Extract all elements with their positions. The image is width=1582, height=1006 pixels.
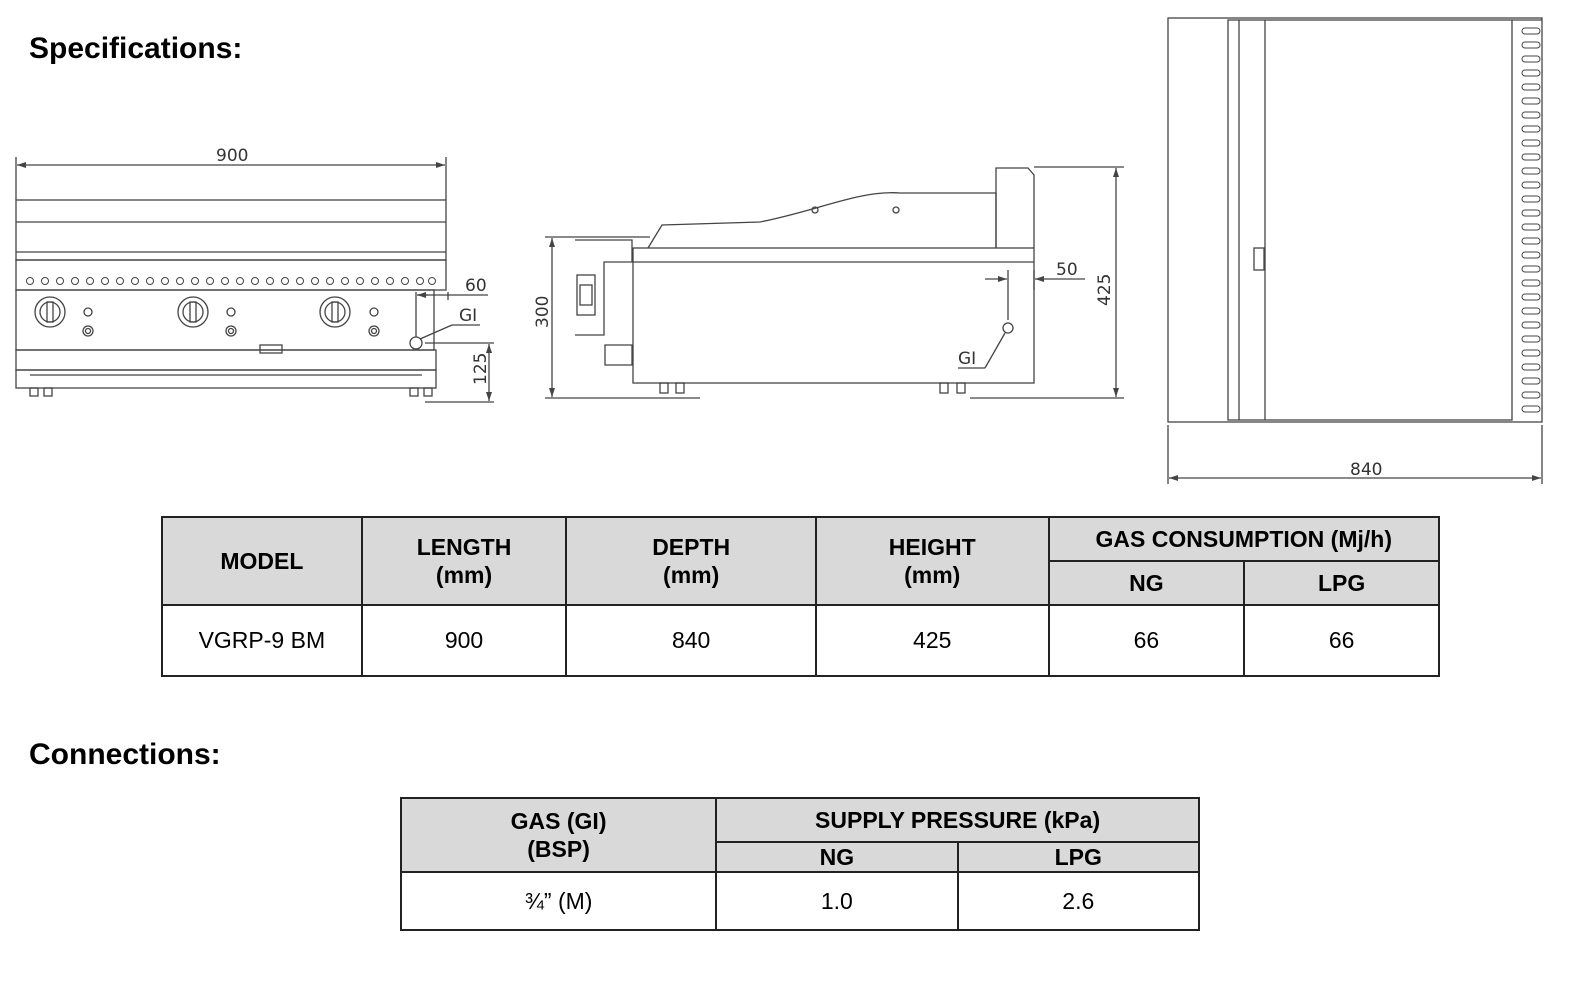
header-gas-consumption: GAS CONSUMPTION (Mj/h) bbox=[1047, 516, 1441, 562]
header-gas-bsp: GAS (GI) (BSP) bbox=[399, 797, 718, 873]
top-drain-slots bbox=[1521, 27, 1541, 413]
front-offset-label: 60 bbox=[465, 276, 487, 296]
header-conn-lpg: LPG bbox=[956, 841, 1201, 873]
control-knobs bbox=[34, 296, 380, 337]
header-length-line2: (mm) bbox=[435, 562, 493, 588]
side-inlet-offset-label: 50 bbox=[1056, 260, 1078, 280]
drain-holes bbox=[26, 277, 436, 285]
top-depth-label: 840 bbox=[1350, 460, 1382, 480]
side-view bbox=[545, 166, 1124, 399]
header-depth-line1: DEPTH bbox=[652, 534, 731, 560]
cell-model: VGRP-9 BM bbox=[161, 604, 363, 677]
connections-heading: Connections: bbox=[29, 738, 221, 771]
header-lpg: LPG bbox=[1243, 560, 1440, 606]
header-supply-pressure: SUPPLY PRESSURE (kPa) bbox=[715, 797, 1200, 843]
header-height-line1: HEIGHT bbox=[888, 534, 976, 560]
cell-lpg: 66 bbox=[1243, 604, 1440, 677]
header-length-line1: LENGTH bbox=[416, 534, 512, 560]
header-length: LENGTH (mm) bbox=[360, 516, 568, 606]
connections-table: GAS (GI) (BSP) SUPPLY PRESSURE (kPa) NG … bbox=[399, 797, 1201, 931]
front-width-label: 900 bbox=[216, 146, 248, 166]
cell-gas: ¾” (M) bbox=[399, 871, 718, 931]
side-gas-inlet-label: GI bbox=[958, 349, 976, 369]
cell-conn-lpg: 2.6 bbox=[956, 871, 1201, 931]
cell-ng: 66 bbox=[1047, 604, 1246, 677]
table-row: VGRP-9 BM 900 840 425 66 66 bbox=[161, 604, 1440, 677]
front-view bbox=[15, 157, 494, 403]
cell-height: 425 bbox=[814, 604, 1050, 677]
technical-drawings: 900 60 GI 125 300 bbox=[15, 17, 1543, 484]
side-total-height-label: 425 bbox=[1095, 274, 1115, 306]
front-gas-inlet-label: GI bbox=[459, 306, 477, 326]
header-height: HEIGHT (mm) bbox=[814, 516, 1050, 606]
header-model: MODEL bbox=[161, 516, 363, 606]
table-row: ¾” (M) 1.0 2.6 bbox=[399, 871, 1201, 931]
header-depth-line2: (mm) bbox=[663, 562, 720, 588]
header-gas-line2: (BSP) bbox=[527, 836, 590, 862]
side-height-label: 300 bbox=[533, 296, 553, 328]
header-conn-ng: NG bbox=[715, 841, 959, 873]
specifications-table: MODEL LENGTH (mm) DEPTH (mm) HEIGHT (mm)… bbox=[161, 516, 1441, 677]
cell-conn-ng: 1.0 bbox=[715, 871, 959, 931]
top-view bbox=[1167, 17, 1543, 484]
front-inlet-height-label: 125 bbox=[471, 353, 491, 385]
header-gas-line1: GAS (GI) bbox=[510, 808, 607, 834]
header-depth: DEPTH (mm) bbox=[565, 516, 817, 606]
cell-depth: 840 bbox=[565, 604, 817, 677]
header-ng: NG bbox=[1047, 560, 1246, 606]
cell-length: 900 bbox=[360, 604, 568, 677]
header-height-line2: (mm) bbox=[904, 562, 961, 588]
specifications-heading: Specifications: bbox=[29, 32, 243, 65]
